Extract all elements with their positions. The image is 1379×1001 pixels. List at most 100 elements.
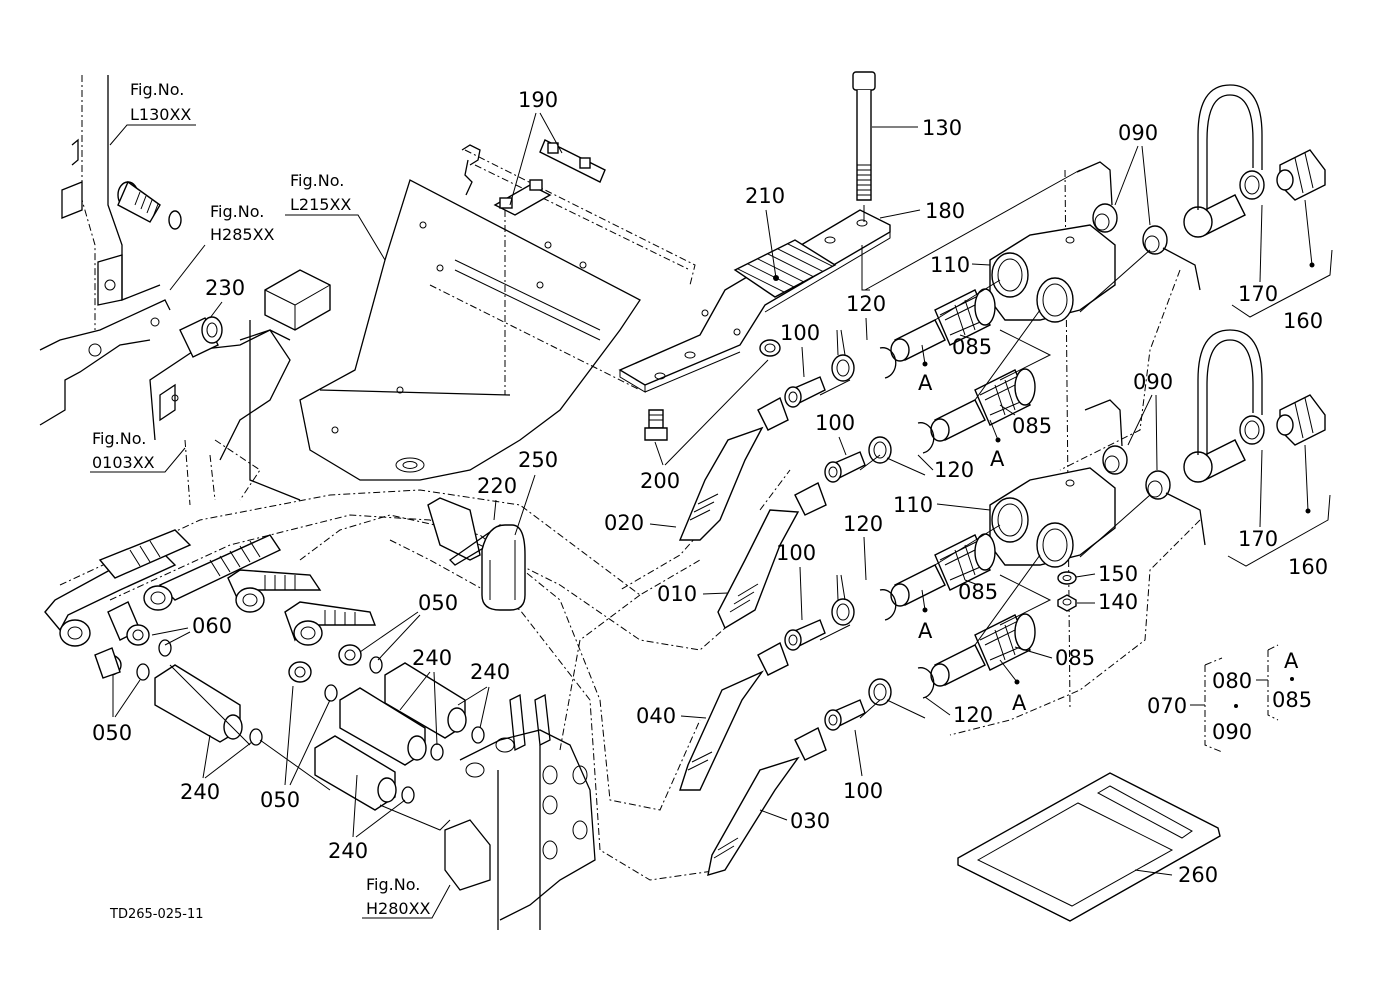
part-labels: 190 230 210 130 180 090 110: [92, 88, 1333, 887]
callout-120-b[interactable]: 120: [917, 454, 974, 482]
svg-text:090: 090: [1133, 370, 1173, 394]
fig-ref-prefix: Fig.No.: [290, 171, 344, 190]
callout-240-b[interactable]: 240: [399, 646, 452, 746]
callout-120-a[interactable]: 120: [846, 292, 886, 341]
callout-170-lower[interactable]: 170: [1238, 449, 1278, 551]
callout-010[interactable]: 010: [657, 582, 729, 606]
fig-ref-prefix: Fig.No.: [366, 875, 420, 894]
fig-ref-prefix: Fig.No.: [92, 429, 146, 448]
coupler-block-110-upper: [989, 224, 1116, 323]
svg-text:160: 160: [1283, 309, 1323, 333]
callout-120-d[interactable]: 120: [924, 696, 993, 727]
coupler-160: [1276, 149, 1326, 446]
svg-text:230: 230: [205, 276, 245, 300]
svg-text:200: 200: [640, 469, 680, 493]
callout-140[interactable]: 140: [1077, 590, 1138, 614]
callout-120-c[interactable]: 120: [843, 512, 883, 581]
callout-240-c[interactable]: 240: [457, 660, 510, 729]
quick-coupler-085: [890, 288, 1036, 687]
fig-ref-prefix: Fig.No.: [130, 80, 184, 99]
svg-text:240: 240: [328, 839, 368, 863]
svg-text:100: 100: [843, 779, 883, 803]
fig-ref-number: L215XX: [290, 195, 351, 214]
callout-150[interactable]: 150: [1075, 562, 1138, 586]
hose-clamp-220-250: [427, 497, 526, 611]
fig-ref-l130xx[interactable]: Fig.No. L130XX: [109, 80, 196, 146]
callout-050-c[interactable]: 050: [260, 685, 331, 812]
callout-085-a[interactable]: 085: [952, 334, 992, 359]
callout-100-b[interactable]: 100: [815, 411, 855, 456]
svg-text:240: 240: [180, 780, 220, 804]
fig-ref-h280xx[interactable]: Fig.No. H280XX: [362, 875, 451, 919]
callout-050-b[interactable]: 050: [359, 591, 458, 661]
collar-230: [179, 316, 223, 358]
assembly-child-080: 080: [1212, 669, 1252, 693]
svg-text:260: 260: [1178, 863, 1218, 887]
callout-030[interactable]: 030: [759, 809, 830, 833]
assembly-070-legend[interactable]: 070 080 090 A 085: [1147, 644, 1312, 753]
svg-text:100: 100: [776, 541, 816, 565]
ref-mark-a-1[interactable]: A: [918, 344, 933, 395]
callout-170-upper[interactable]: 170: [1238, 204, 1278, 306]
fig-ref-h285xx[interactable]: Fig.No. H285XX: [169, 202, 275, 291]
svg-text:220: 220: [477, 474, 517, 498]
valve-fittings-group: [44, 529, 485, 831]
callout-260[interactable]: 260: [1134, 863, 1218, 887]
ref-mark-a-2[interactable]: A: [989, 419, 1005, 471]
callout-250[interactable]: 250: [514, 448, 558, 536]
callout-110-upper[interactable]: 110: [930, 253, 991, 277]
callout-180[interactable]: 180: [879, 199, 965, 223]
callout-020[interactable]: 020: [604, 511, 677, 535]
svg-text:120: 120: [846, 292, 886, 316]
callout-100-d[interactable]: 100: [843, 729, 883, 803]
ref-mark-a-4[interactable]: A: [999, 659, 1027, 715]
svg-text:085: 085: [1012, 414, 1052, 438]
svg-text:030: 030: [790, 809, 830, 833]
seat-frame-plate: [214, 139, 696, 501]
callout-160-upper[interactable]: 160: [1231, 199, 1333, 333]
fig-ref-0103xx[interactable]: Fig.No. 0103XX: [90, 429, 186, 473]
callout-110-lower[interactable]: 110: [893, 493, 991, 517]
callout-040[interactable]: 040: [636, 704, 707, 728]
callout-085-b[interactable]: 085: [999, 404, 1052, 438]
svg-text:A: A: [918, 371, 933, 395]
tractor-frame-left: [39, 75, 291, 506]
callout-085-c[interactable]: 085: [958, 579, 998, 604]
operator-manual-260: [957, 772, 1221, 922]
callout-130[interactable]: 130: [872, 116, 962, 140]
svg-text:180: 180: [925, 199, 965, 223]
callout-240-d[interactable]: 240: [328, 774, 406, 863]
fig-ref-l215xx[interactable]: Fig.No. L215XX: [285, 171, 386, 261]
svg-text:240: 240: [470, 660, 510, 684]
svg-text:190: 190: [518, 88, 558, 112]
callout-190[interactable]: 190: [509, 88, 563, 206]
svg-text:250: 250: [518, 448, 558, 472]
callout-220[interactable]: 220: [477, 474, 517, 521]
callout-090-lower[interactable]: 090: [1127, 370, 1173, 471]
callout-100-a[interactable]: 100: [780, 321, 820, 378]
fig-ref-number: 0103XX: [92, 453, 155, 472]
callout-050-a[interactable]: 050: [92, 675, 141, 745]
svg-text:A: A: [918, 619, 933, 643]
bolt-200: [644, 339, 781, 441]
callout-100-c[interactable]: 100: [776, 541, 816, 621]
control-valve: [444, 693, 596, 930]
callout-060[interactable]: 060: [151, 614, 232, 646]
callout-200[interactable]: 200: [640, 359, 769, 493]
nut-plate-icon: [493, 139, 606, 216]
svg-text:085: 085: [1055, 646, 1095, 670]
ref-mark-a-3[interactable]: A: [918, 589, 933, 643]
bracket-180: [618, 169, 1081, 393]
callout-240-a[interactable]: 240: [180, 734, 253, 804]
callout-085-d[interactable]: 085: [1014, 646, 1095, 670]
svg-text:050: 050: [92, 721, 132, 745]
callout-230[interactable]: 230: [205, 276, 245, 319]
callout-210[interactable]: 210: [745, 184, 785, 279]
callout-090-upper[interactable]: 090: [1114, 121, 1158, 226]
assembly-guide-lines: [819, 249, 1151, 719]
callout-160-lower[interactable]: 160: [1227, 444, 1331, 579]
dust-plug-090: [1076, 161, 1206, 546]
assembly-sub-085: 085: [1272, 688, 1312, 712]
svg-text:090: 090: [1118, 121, 1158, 145]
